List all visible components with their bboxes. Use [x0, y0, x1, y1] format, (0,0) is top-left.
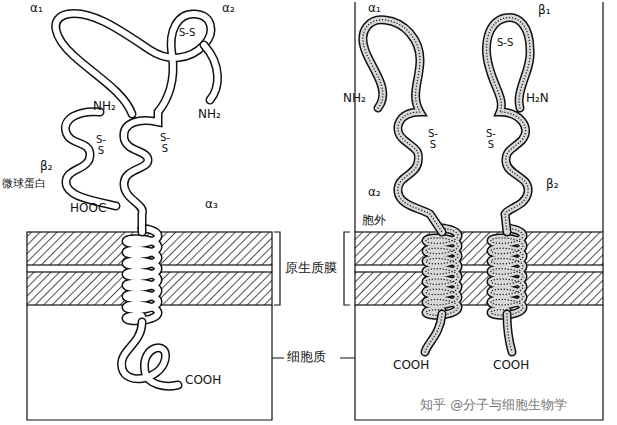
panel-frame: [355, 2, 603, 420]
heavy-chain: [204, 45, 218, 100]
domain-label: α₁: [368, 2, 381, 16]
bracket: [274, 232, 280, 305]
disulfide-label: S-S: [486, 128, 496, 150]
cytoplasmic-tail: [425, 314, 442, 352]
cytoplasmic-tail: [507, 314, 512, 352]
disulfide-label: S-S: [497, 37, 513, 49]
domain-label: α₁: [30, 2, 43, 16]
beta-chain: [486, 18, 530, 232]
cytoplasmic-tail: [122, 322, 178, 386]
domain-label: β₁: [538, 4, 550, 18]
heavy-chain: [56, 13, 211, 232]
transmembrane-helix: [426, 228, 458, 315]
region-label: 胞外: [362, 214, 386, 228]
alpha-chain: [363, 20, 442, 232]
cytoplasmic-tail: [425, 314, 442, 352]
transmembrane-helix: [426, 228, 458, 315]
heavy-chain: [56, 13, 211, 232]
terminus-label: HOOC: [70, 202, 106, 216]
cytoplasmic-tail: [122, 322, 178, 386]
membrane-label: 原生质膜: [285, 261, 337, 276]
beta-chain: [486, 18, 530, 232]
cytoplasmic-tail: [507, 314, 512, 352]
cytoplasm-label: 细胞质: [287, 350, 326, 365]
microglobulin-chain: [65, 112, 116, 206]
membrane-layer: [355, 272, 603, 305]
protein-name: 微球蛋白: [2, 178, 46, 191]
domain-label: β₂: [546, 178, 558, 192]
heavy-chain: [204, 45, 218, 100]
terminus-label: NH₂: [93, 100, 116, 114]
terminus-label: NH₂: [343, 92, 366, 106]
transmembrane-helix: [126, 228, 158, 321]
transmembrane-helix: [426, 228, 458, 315]
terminus-label: COOH: [393, 359, 429, 373]
disulfide-label: S-S: [96, 134, 106, 156]
domain-label: β₂: [40, 160, 52, 174]
alpha-chain: [363, 20, 442, 232]
domain-label: α₂: [368, 186, 381, 200]
alpha-chain: [363, 20, 442, 232]
disulfide-label: S-S: [428, 128, 438, 150]
domain-label: α₂: [222, 2, 235, 16]
beta-chain: [486, 18, 530, 232]
microglobulin-chain: [65, 112, 116, 206]
terminus-label: COOH: [493, 359, 529, 373]
cytoplasmic-tail: [507, 314, 512, 352]
transmembrane-helix: [126, 228, 158, 321]
domain-label: α₃: [205, 198, 218, 212]
watermark: 知乎 @分子与细胞生物学: [418, 398, 569, 413]
membrane-layer: [355, 232, 603, 265]
bracket: [344, 232, 350, 305]
terminus-label: H₂N: [526, 92, 549, 106]
terminus-label: COOH: [185, 374, 221, 388]
transmembrane-helix: [491, 228, 523, 315]
disulfide-label: S-S: [179, 27, 195, 39]
transmembrane-helix: [491, 228, 523, 315]
disulfide-label: S-S: [160, 132, 170, 154]
terminus-label: NH₂: [198, 108, 221, 122]
cytoplasmic-tail: [425, 314, 442, 352]
transmembrane-helix: [491, 228, 523, 315]
